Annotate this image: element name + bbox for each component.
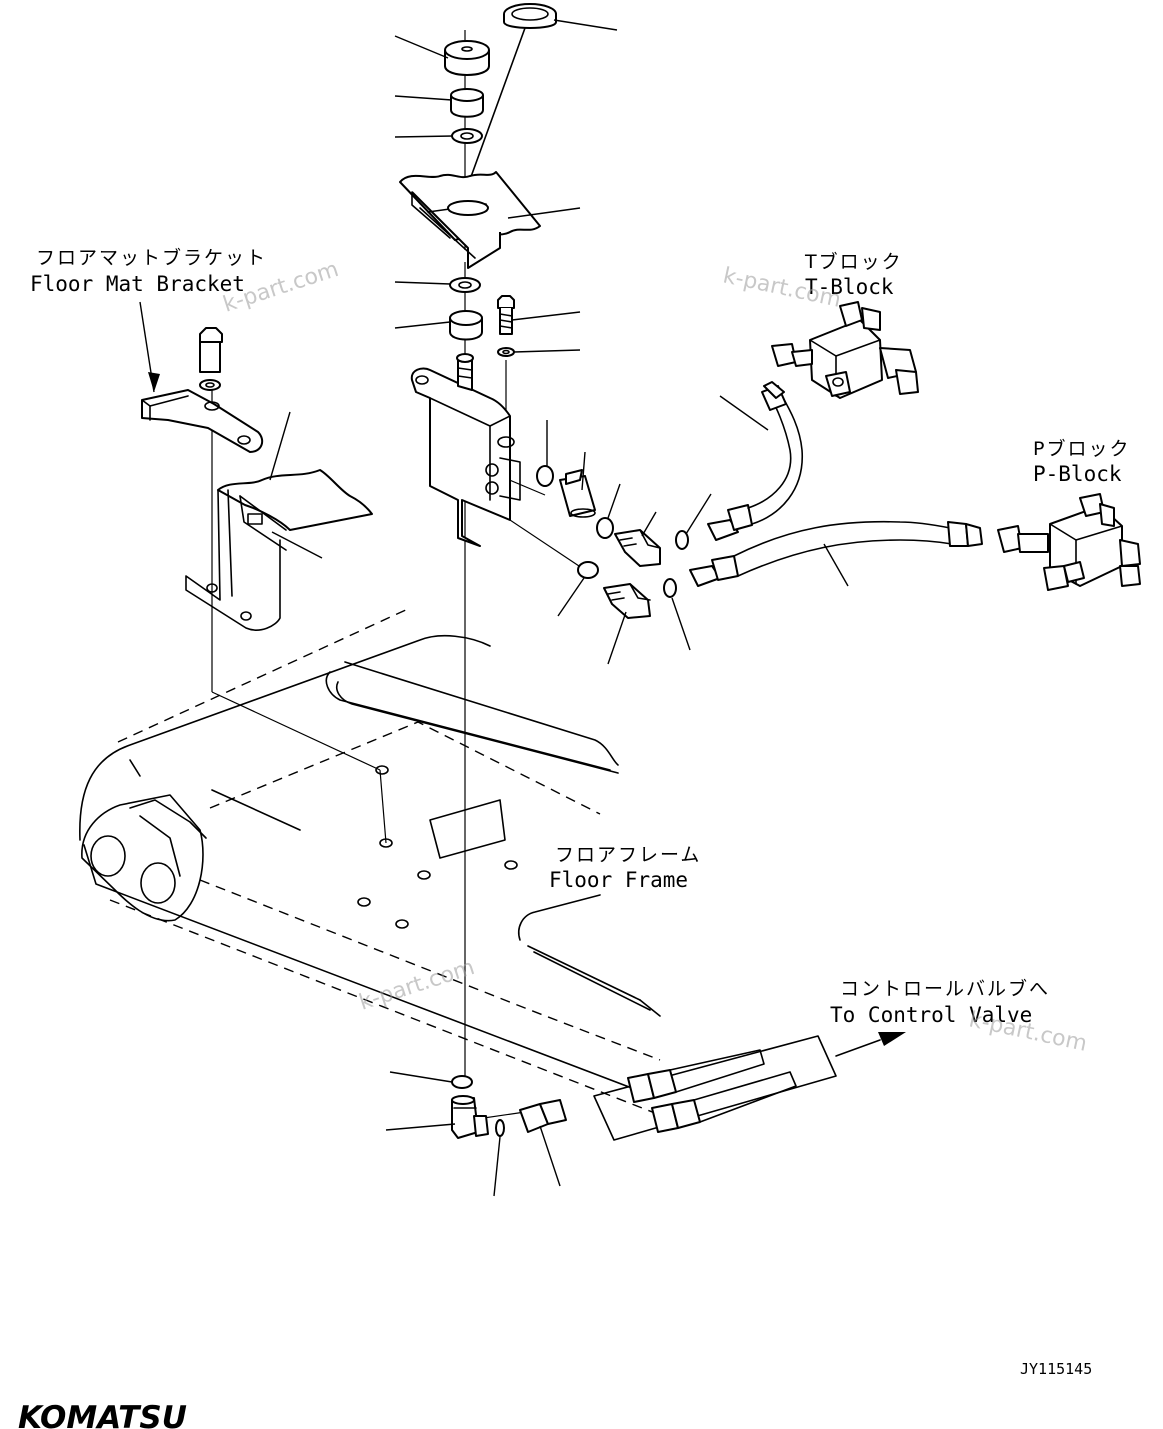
floor-frame-en: Floor Frame <box>549 868 688 892</box>
p-block-en: P-Block <box>1033 462 1122 486</box>
adapter-bottom <box>519 1099 567 1133</box>
hose-t-block <box>707 381 803 541</box>
o-ring-a <box>536 465 554 487</box>
floor-mat-bracket-en: Floor Mat Bracket <box>30 272 245 296</box>
washer-lower <box>449 277 481 293</box>
o-ring-bottom-b <box>495 1119 505 1137</box>
hose-p-block <box>689 520 983 587</box>
o-ring-bottom <box>451 1075 473 1089</box>
o-ring-d <box>577 561 599 579</box>
t-block-jp: Tブロック <box>804 250 903 273</box>
label-floor-mat-bracket: フロアマットブラケット Floor Mat Bracket <box>30 246 267 296</box>
washer-small <box>497 347 515 357</box>
p-block <box>997 493 1141 591</box>
t-block <box>771 301 919 399</box>
leader-lines <box>139 19 849 1197</box>
adapter-straight <box>559 469 596 518</box>
bolt-center <box>497 295 515 335</box>
assembly-centerlines <box>211 30 586 1121</box>
floor-mat-bracket <box>141 327 264 453</box>
control-valve-jp: コントロールバルブへ <box>840 977 1050 1000</box>
drawing-code: JY115145 <box>1020 1360 1092 1378</box>
nut-lower <box>449 310 483 341</box>
watermarks: k-part.com k-part.com k-part.com k-part.… <box>220 257 1089 1057</box>
brake-valve-body <box>410 353 521 547</box>
label-p-block: Pブロック P-Block <box>1033 437 1130 486</box>
floor-frame <box>79 607 661 1116</box>
label-t-block: Tブロック T-Block <box>804 250 903 299</box>
floor-frame-jp: フロアフレーム <box>555 844 701 866</box>
o-ring-b <box>596 517 614 539</box>
hoses-to-control-valve <box>593 1032 906 1141</box>
elbow-upper <box>614 529 661 567</box>
komatsu-logo: KOMATSU <box>18 1400 187 1429</box>
floor-mat-bracket-jp: フロアマットブラケット <box>36 246 267 269</box>
elbow-lower <box>603 583 651 619</box>
label-floor-frame: フロアフレーム Floor Frame <box>549 844 701 892</box>
elbow-bottom <box>451 1095 489 1139</box>
washer-upper <box>451 128 483 144</box>
control-valve-en: To Control Valve <box>830 1003 1032 1027</box>
t-block-en: T-Block <box>805 275 894 299</box>
pedal-plate <box>399 171 541 269</box>
o-ring-e <box>663 578 677 598</box>
o-ring-c <box>675 530 689 550</box>
floor-mat-plate <box>185 469 373 631</box>
label-control-valve: コントロールバルブへ To Control Valve <box>830 977 1050 1027</box>
rubber-stopper <box>444 40 490 76</box>
cover-cap <box>467 3 557 186</box>
nut-upper <box>450 88 484 118</box>
p-block-jp: Pブロック <box>1033 437 1130 460</box>
